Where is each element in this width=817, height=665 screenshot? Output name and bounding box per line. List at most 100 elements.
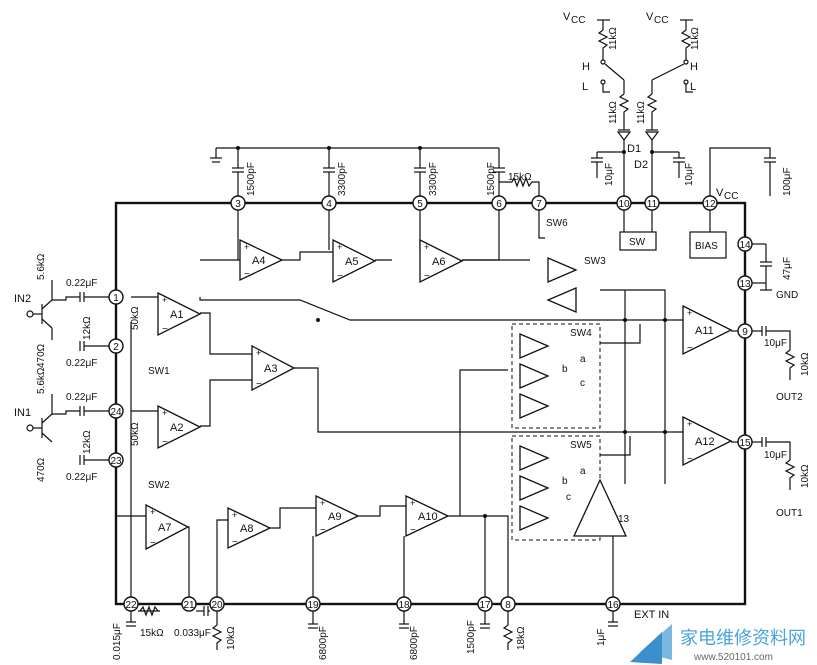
op-amp-a5: +−A5	[332, 238, 377, 284]
r-18k: 18kΩ	[516, 626, 527, 650]
pin-number: 2	[113, 342, 119, 353]
pin-number: 10	[618, 199, 630, 210]
op-amp-a7: + −A7	[145, 503, 190, 551]
pin-22: 22	[123, 596, 139, 612]
pin-4: 4	[321, 195, 337, 211]
c-022-c: 0.22μF	[66, 392, 97, 403]
r-12k-a: 12kΩ	[82, 316, 93, 340]
c-10u-out1: 10μF	[764, 450, 787, 461]
op-amp-a11: +−A11	[682, 304, 733, 356]
svg-text:+: +	[162, 295, 167, 305]
sw5-a: a	[580, 466, 586, 477]
svg-text:−: −	[410, 525, 416, 536]
sw4-box	[511, 323, 601, 429]
pin-2: 2	[108, 338, 124, 354]
svg-text:−: −	[162, 437, 168, 448]
internal-wiring	[116, 210, 738, 604]
ext-in-label: EXT IN	[634, 609, 669, 621]
c-022-a: 0.22μF	[66, 278, 97, 289]
pin-17: 17	[477, 596, 493, 612]
c-10u-out2: 10μF	[764, 338, 787, 349]
c-1500-c: 1500pF	[466, 620, 477, 654]
vcc-label-3: V	[716, 187, 724, 199]
c-1u: 1μF	[596, 629, 607, 646]
d1-label: D1	[627, 143, 641, 155]
pin-number: 18	[398, 600, 410, 611]
sw4-a: a	[580, 354, 586, 365]
svg-text:−: −	[244, 269, 250, 280]
op-amp-a10: +−A10	[405, 494, 450, 538]
d2-label: D2	[634, 159, 648, 171]
watermark-url: www.520101.com	[693, 652, 773, 663]
sw3-label: SW3	[584, 256, 606, 267]
svg-text:−: −	[150, 538, 156, 549]
c-6800-b: 6800pF	[409, 626, 420, 660]
pin-10: 10	[616, 195, 632, 211]
op-amp-a6: +−A6	[419, 238, 464, 284]
pin-18: 18	[396, 596, 412, 612]
pin-number: 22	[125, 600, 137, 611]
c-022-b: 0.22μF	[66, 358, 97, 369]
pin-number: 4	[326, 199, 332, 210]
r-10k-out1: 10kΩ	[800, 464, 811, 488]
op-amp-label: A5	[345, 256, 358, 268]
out2-label: OUT2	[776, 392, 803, 403]
watermark-logo: 家电维修资料网 www.520101.com	[630, 624, 806, 664]
pin-16: 16	[605, 596, 621, 612]
pin-3: 3	[230, 195, 246, 211]
svg-text:+: +	[337, 242, 342, 252]
a13-label: 13	[618, 514, 630, 525]
pin-number: 8	[505, 600, 511, 611]
op-amp-label: A6	[432, 256, 445, 268]
vcc-sub-3: CC	[724, 191, 738, 202]
bias-label: BIAS	[695, 241, 718, 252]
pin-6: 6	[491, 195, 507, 211]
c-022-d: 0.22μF	[66, 472, 97, 483]
r-470-a: 470Ω	[36, 343, 47, 368]
r-50k-b: 50kΩ	[130, 422, 141, 446]
c-0015: 0.015μF	[112, 623, 123, 660]
svg-text:+: +	[410, 498, 415, 508]
pin-number: 15	[739, 438, 751, 449]
op-amp-label: A4	[252, 255, 265, 267]
c-47u: 47μF	[782, 257, 793, 280]
svg-text:+: +	[150, 507, 155, 517]
r-11k-b: 11kΩ	[690, 27, 701, 50]
pin-11: 11	[644, 195, 660, 211]
pin-5: 5	[412, 195, 428, 211]
vcc-label-2: V	[646, 11, 654, 23]
sw5-label: SW5	[570, 440, 592, 451]
svg-text:−: −	[320, 525, 326, 536]
r-470-b: 470Ω	[36, 457, 47, 482]
pin-24: 24	[108, 403, 124, 419]
pin-number: 5	[417, 199, 423, 210]
pin-number: 21	[183, 600, 195, 611]
op-amp-label: A8	[240, 523, 253, 535]
op-amp-a1: + −A1	[157, 291, 202, 337]
pin-9: 9	[737, 323, 753, 339]
r-10k-out2: 10kΩ	[800, 352, 811, 376]
vcc-label-1: V	[563, 11, 571, 23]
svg-text:−: −	[162, 324, 168, 335]
sw1-label: SW1	[148, 366, 170, 377]
op-amp-label: A3	[264, 363, 277, 375]
c-100u: 100μF	[782, 167, 793, 196]
op-amp-a4: +−A4	[239, 238, 284, 282]
r-15k-top: 15kΩ	[508, 172, 532, 183]
amplifier-layer: +−A1+−A2+−A3+−A4+−A5+−A6+−A7+−A8+−A9+−A1…	[145, 238, 733, 551]
labels: V CC V CC V CC 11kΩ 11kΩ 11kΩ 11kΩ H L H…	[14, 11, 811, 660]
pin-19: 19	[305, 596, 321, 612]
bottom-components	[126, 605, 618, 650]
pin-number: 20	[211, 600, 223, 611]
pin-number: 1	[113, 293, 119, 304]
pin-14: 14	[737, 236, 753, 252]
h-label-2: H	[690, 61, 698, 73]
c-10u-a: 10μF	[604, 163, 615, 186]
op-amp-label: A7	[158, 522, 171, 534]
top-capacitor-rail	[210, 146, 540, 196]
sw4-c: c	[580, 378, 585, 389]
sw6-label: SW6	[546, 218, 568, 229]
op-amp-label: A1	[170, 309, 183, 321]
svg-text:+: +	[232, 510, 237, 520]
